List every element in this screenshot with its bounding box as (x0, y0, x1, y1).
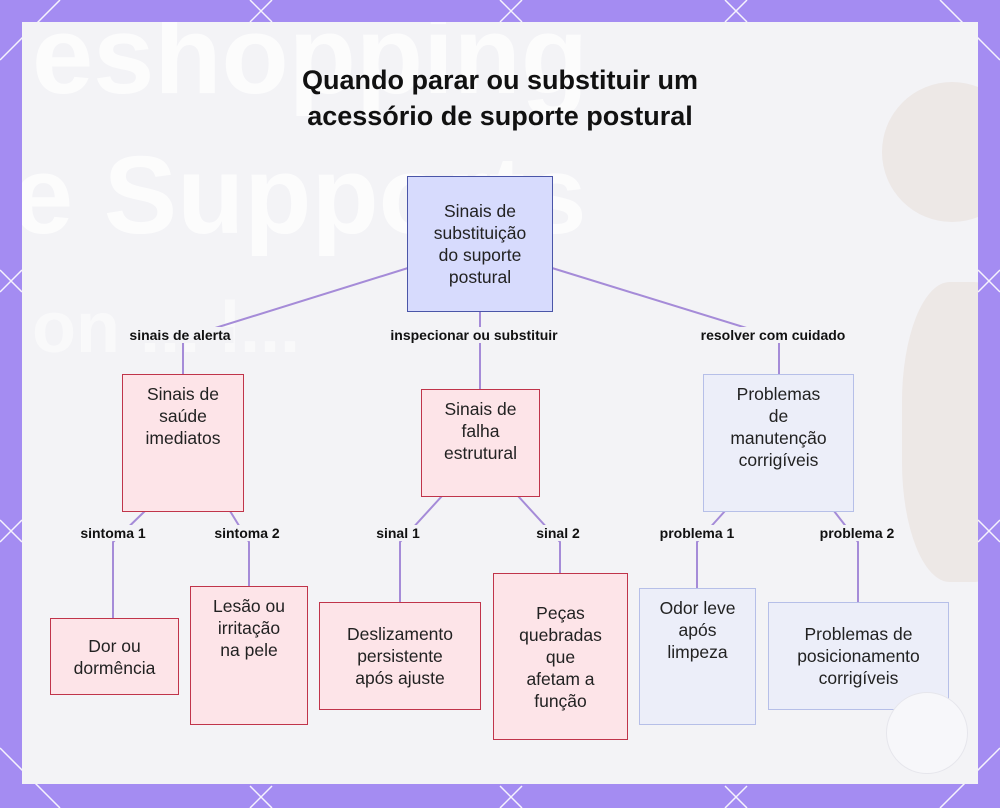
node-text: afetam a (526, 668, 595, 689)
edge-label-resolve: resolver com cuidado (697, 327, 849, 343)
node-skin-injury: Lesão ou irritação na pele (190, 586, 308, 725)
node-text: Problemas (736, 384, 821, 404)
node-text: posicionamento (797, 646, 920, 666)
edge-label-problem-1: problema 1 (656, 525, 738, 541)
node-text: Dor ou (88, 635, 141, 656)
node-text: quebradas (519, 624, 602, 645)
node-structural-failure: Sinais de falha estrutural (421, 389, 540, 497)
node-text: substituição (433, 223, 527, 243)
node-text: dormência (73, 657, 156, 678)
node-text: Deslizamento (346, 624, 454, 644)
title-line: Quando parar ou substituir um (301, 65, 699, 95)
node-text: de (768, 406, 789, 426)
node-text: imediatos (145, 428, 221, 448)
diagram-title: Quando parar ou substituir um acessório … (0, 62, 1000, 134)
title-line: acessório de suporte postural (307, 101, 693, 131)
edge-label-signal-1: sinal 1 (373, 525, 423, 541)
node-text: função (534, 690, 587, 711)
node-text: do suporte (438, 245, 522, 265)
node-pain-numbness: Dor ou dormência (50, 618, 179, 695)
node-health-signs: Sinais de saúde imediatos (122, 374, 244, 512)
node-text: na pele (220, 640, 278, 660)
node-text: irritação (217, 618, 281, 638)
node-text: manutenção (730, 428, 827, 448)
brand-logo-icon (886, 692, 968, 774)
edge-label-symptom-1: sintoma 1 (77, 525, 149, 541)
connector-root-health (182, 267, 409, 374)
node-text: limpeza (667, 642, 728, 662)
node-text: Sinais de (444, 399, 517, 419)
node-text: Peças (536, 602, 585, 623)
edge-label-alert: sinais de alerta (126, 327, 234, 343)
node-maintenance-problems: Problemas de manutenção corrigíveis (703, 374, 854, 512)
connector-health-numbness (112, 510, 146, 618)
node-persistent-slipping: Deslizamento persistente após ajuste (319, 602, 481, 710)
node-text: após ajuste (355, 668, 445, 688)
node-mild-odor: Odor leve após limpeza (639, 588, 756, 725)
node-text: Odor leve (659, 598, 736, 618)
edge-label-problem-2: problema 2 (816, 525, 898, 541)
connector-structural-broken (517, 495, 561, 573)
node-text: corrigíveis (818, 668, 899, 688)
node-text: Sinais de (443, 201, 516, 221)
connector-maintenance-positioning (833, 510, 859, 602)
node-text: Lesão ou (212, 596, 285, 616)
node-text: após (678, 620, 717, 640)
node-text: saúde (159, 406, 207, 426)
connector-root-maintenance (551, 267, 780, 374)
edge-label-signal-2: sinal 2 (533, 525, 583, 541)
node-text: que (545, 646, 576, 667)
node-text: persistente (357, 646, 443, 666)
node-replacement-signs: Sinais de substituição do suporte postur… (407, 176, 553, 312)
node-text: estrutural (444, 443, 517, 463)
node-text: falha (461, 421, 500, 441)
node-broken-parts: Peças quebradas que afetam a função (493, 573, 628, 740)
background-shape (902, 282, 978, 582)
node-text: corrigíveis (738, 450, 819, 470)
node-text: postural (448, 267, 512, 287)
connector-health-skin (229, 510, 250, 586)
edge-label-symptom-2: sintoma 2 (211, 525, 283, 541)
node-text: Sinais de (147, 384, 219, 404)
edge-label-inspect: inspecionar ou substituir (387, 327, 561, 343)
node-text: Problemas de (804, 624, 913, 644)
connector-maintenance-odor (696, 510, 726, 588)
connector-structural-slipping (399, 495, 443, 602)
